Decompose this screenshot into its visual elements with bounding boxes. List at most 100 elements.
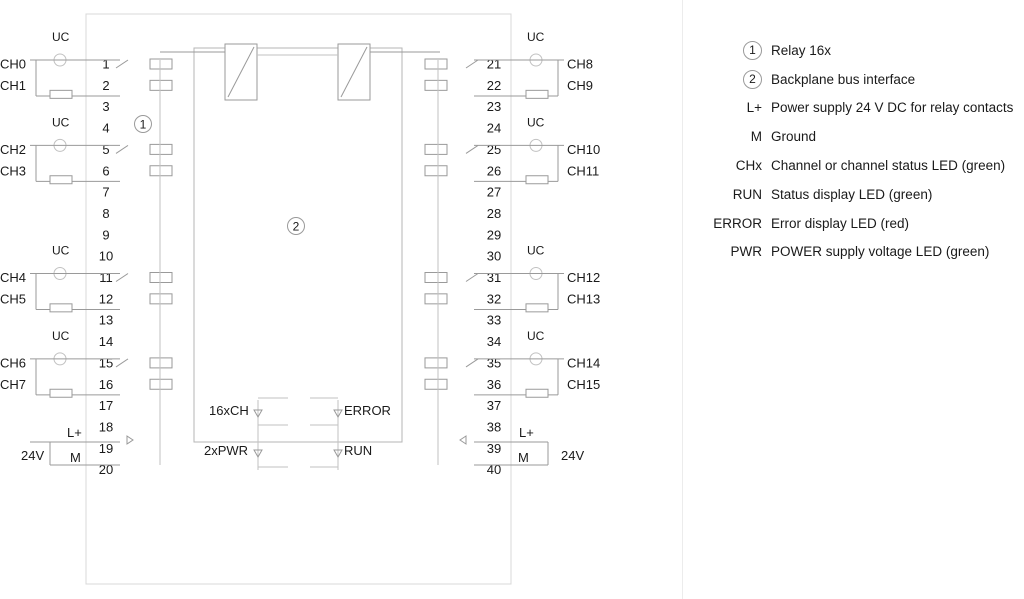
diode-icon [459, 435, 467, 445]
voltage-label: 24V [561, 448, 584, 463]
channel-label: CH2 [0, 142, 26, 157]
terminal-number: 30 [487, 249, 501, 264]
terminal-number: 10 [99, 249, 113, 264]
callout-circle [134, 115, 152, 133]
terminal-number: 3 [102, 99, 109, 114]
channel-label: CH12 [567, 270, 600, 285]
legend-callout-icon: 2 [743, 69, 762, 89]
callout-relay: 1 [134, 115, 152, 133]
channel-groups: UCCH0CH1UCCH2CH3UCCH4CH5UCCH6CH7UCCH8CH9… [0, 30, 600, 398]
channel-label: CH3 [0, 163, 26, 178]
channel-label: CH14 [567, 355, 600, 370]
callout-circle [287, 217, 305, 235]
legend-description: Channel or channel status LED (green) [771, 158, 1006, 174]
diode-icon [126, 435, 134, 445]
relay-coil-icon [424, 79, 448, 91]
callout-bus: 2 [287, 217, 305, 235]
channel-label: CH4 [0, 270, 26, 285]
legend-key-label: L+ [746, 100, 762, 116]
terminal-number: 15 [99, 355, 113, 370]
terminal-number: 6 [102, 163, 109, 178]
legend-description: Power supply 24 V DC for relay contacts [771, 100, 1014, 116]
power-feed-right: L+ M 24V [437, 60, 584, 466]
status-leds: 16xCH 2xPWR ERROR RUN [204, 397, 391, 470]
relay-coil-icon [424, 165, 448, 177]
channel-label: CH9 [567, 78, 593, 93]
led-channels-icon [253, 409, 263, 419]
terminal-number: 7 [102, 185, 109, 200]
legend-key: ERROR [700, 216, 771, 231]
terminal-number: 1 [102, 57, 109, 72]
lplus-label: L+ [67, 425, 82, 440]
terminal-number: 14 [99, 334, 113, 349]
terminal-number: 21 [487, 57, 501, 72]
terminal-number: 23 [487, 99, 501, 114]
channel-label: CH13 [567, 291, 600, 306]
terminal-number: 39 [487, 441, 501, 456]
led-power-icon [253, 449, 263, 459]
channel-load-icon [525, 388, 549, 398]
legend-key-label: PWR [730, 244, 763, 260]
relay-contact-icon [465, 273, 479, 282]
relay-coil-icon [149, 357, 173, 369]
led-run-label: RUN [344, 443, 372, 458]
relay-contact-icon [465, 358, 479, 368]
relay-contact-icon [465, 59, 479, 69]
uc-label: UC [527, 115, 545, 129]
channel-load-icon [525, 89, 549, 99]
legend-key: 2 [700, 69, 771, 89]
terminal-number: 28 [487, 206, 501, 221]
terminal-number: 11 [99, 270, 113, 285]
channel-label: CH8 [567, 57, 593, 72]
terminal-number: 22 [487, 78, 501, 93]
channel-load-icon [525, 303, 549, 313]
legend-key: M [700, 129, 771, 144]
terminal-number: 24 [487, 121, 501, 136]
relay-coil-icon [149, 143, 173, 155]
uc-label: UC [527, 329, 545, 343]
led-error-icon [333, 409, 343, 419]
uc-label: UC [527, 30, 545, 44]
terminal-number: 5 [102, 142, 109, 157]
terminal-number: 8 [102, 206, 109, 221]
relay-coil-icon [424, 293, 448, 305]
channel-label: CH6 [0, 355, 26, 370]
terminal-number: 25 [487, 142, 501, 157]
channel-label: CH15 [567, 377, 600, 392]
uc-label: UC [52, 115, 70, 129]
uc-label: UC [52, 329, 70, 343]
relay-coil-icon [149, 79, 173, 91]
terminal-number: 29 [487, 227, 501, 242]
legend-key: L+ [700, 100, 771, 115]
terminal-number: 16 [99, 377, 113, 392]
lplus-label: L+ [519, 425, 534, 440]
led-run-icon [333, 449, 343, 459]
callout-bus-label: 2 [293, 220, 300, 234]
legend-key-label: ERROR [713, 215, 762, 231]
uc-label: UC [52, 30, 70, 44]
legend-key-label: M [750, 129, 762, 145]
relay-contact-icon [465, 144, 479, 154]
module-outline [85, 13, 512, 585]
relay-coil-icon [149, 272, 173, 283]
terminal-number: 18 [99, 419, 113, 434]
terminal-number: 34 [487, 334, 501, 349]
terminal-number: 17 [99, 398, 113, 413]
relay-contact-icon [115, 144, 129, 154]
relay-contact-icon [115, 358, 129, 368]
channel-label: CH5 [0, 291, 26, 306]
relay-coil-icon [424, 272, 448, 283]
channel-label: CH0 [0, 57, 26, 72]
terminal-number: 27 [487, 185, 501, 200]
